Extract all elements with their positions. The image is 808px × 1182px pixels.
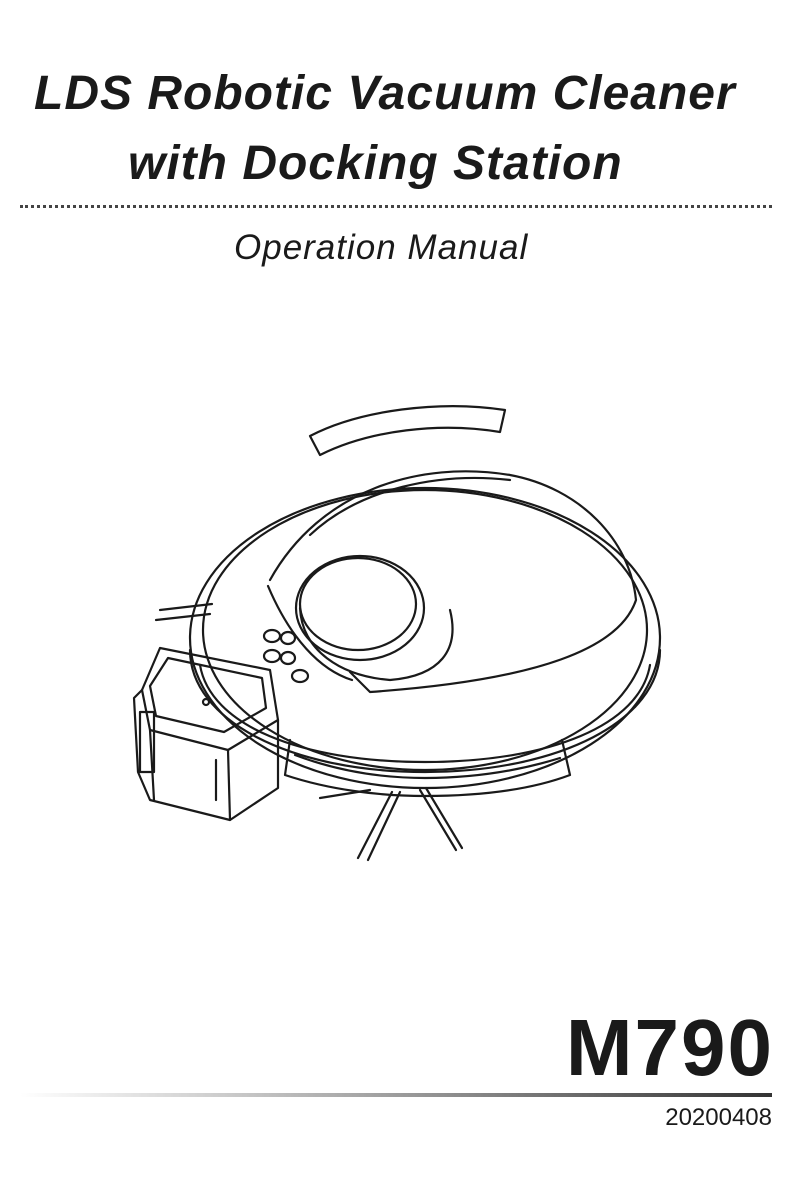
subtitle: Operation Manual (234, 228, 529, 267)
title-line-1: LDS Robotic Vacuum Cleaner (34, 67, 736, 120)
title-line-2: with Docking Station (128, 137, 623, 190)
laser-sensor-turret (294, 554, 454, 682)
side-brush-bristles (154, 602, 464, 862)
bottom-gradient-rule (20, 1093, 772, 1097)
control-buttons (262, 628, 310, 684)
model-number: M790 (565, 1003, 774, 1092)
robot-body (188, 486, 662, 798)
robot-vacuum-illustration (132, 405, 662, 862)
top-cover (266, 405, 638, 694)
dust-bin (132, 646, 280, 822)
document-version-code: 20200408 (665, 1104, 772, 1131)
dotted-divider (20, 205, 772, 208)
